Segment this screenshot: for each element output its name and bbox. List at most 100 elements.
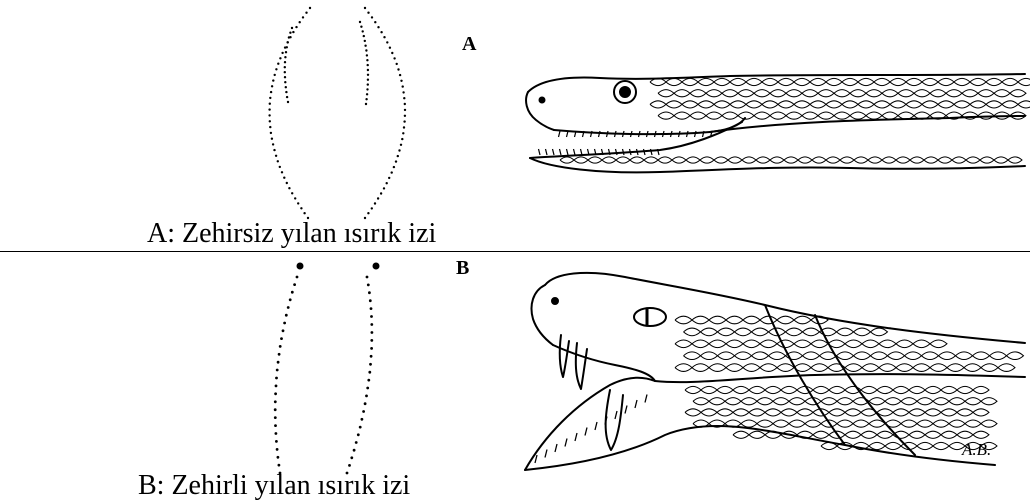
tooth-mark [281,52,283,54]
tooth-mark [402,132,404,134]
tooth-mark [403,126,405,128]
tooth-mark [370,323,373,326]
tooth-mark [295,26,297,28]
tooth-mark [350,456,353,459]
tooth-mark [404,109,406,111]
tooth-mark [386,41,388,43]
tooth-mark [359,426,362,429]
tooth-mark [355,441,358,444]
tooth-mark [296,276,299,279]
tooth-mark [281,171,283,173]
tooth-mark [288,36,290,38]
tooth-mark [268,114,270,116]
tooth-mark [360,26,362,28]
panel-b-caption: B: Zehirli yılan ısırık izi [138,472,410,500]
tooth-mark [362,30,364,32]
tooth-mark [309,7,311,9]
tooth-mark [269,120,271,122]
tooth-mark [363,35,365,37]
tooth-mark [272,79,274,81]
tooth-mark [278,464,281,467]
tooth-mark [400,80,402,82]
tooth-mark [277,456,280,459]
tooth-mark [402,85,404,87]
nonvenomous-bite-pattern [240,0,420,225]
tooth-mark [285,314,288,317]
tooth-mark [277,63,279,65]
tooth-mark [291,27,293,29]
tooth-mark [275,68,277,70]
tooth-mark [364,7,366,9]
tooth-mark [377,197,379,199]
tooth-mark [274,392,277,395]
tooth-mark [374,21,376,23]
right-fang-mark [373,263,380,270]
tooth-mark [280,337,283,340]
tooth-mark [274,400,277,403]
tooth-mark [404,115,406,117]
tooth-mark [294,197,296,199]
tooth-mark [383,187,385,189]
tooth-mark [397,155,399,157]
tooth-mark [362,410,365,413]
tooth-mark [370,315,373,318]
tooth-mark [366,387,369,390]
tooth-mark [369,299,372,302]
tooth-mark [292,31,294,33]
tooth-mark [287,306,290,309]
tooth-mark [383,36,385,38]
tooth-mark [380,31,382,33]
tooth-mark [403,97,405,99]
tooth-mark [367,284,370,287]
tooth-mark [286,96,288,98]
tooth-mark [269,97,271,99]
tooth-mark [357,433,360,436]
tooth-mark [289,298,292,301]
artist-signature: A.B. [962,441,991,458]
tooth-mark [277,160,279,162]
tooth-mark [293,283,296,286]
tooth-mark [273,149,275,151]
tooth-mark [272,143,274,145]
tooth-mark [279,345,282,348]
tooth-mark [297,202,299,204]
tooth-mark [370,307,373,310]
tooth-mark [366,93,368,95]
venomous-snake-head-illustration [515,265,1030,495]
tooth-mark [274,424,277,427]
tooth-mark [402,91,404,93]
tooth-mark [393,166,395,168]
tooth-mark [284,71,286,73]
tooth-mark [275,432,278,435]
tooth-mark [365,395,368,398]
tooth-mark [287,41,289,43]
panel-a-caption: A: Zehirsiz yılan ısırık izi [147,220,436,248]
tooth-mark [284,66,286,68]
tooth-mark [275,377,278,380]
tooth-mark [369,363,372,366]
tooth-mark [268,108,270,110]
tooth-mark [288,187,290,189]
panel-b-letter: B [456,258,469,278]
tooth-mark [291,291,294,294]
tooth-mark [286,182,288,184]
tooth-mark [401,138,403,140]
tooth-mark [302,16,304,18]
tooth-mark [284,56,286,58]
tooth-mark [364,402,367,405]
tooth-mark [393,57,395,59]
tooth-mark [286,46,288,48]
tooth-mark [285,91,287,93]
tooth-mark [276,448,279,451]
tooth-mark [274,416,277,419]
tooth-mark [367,74,369,76]
tooth-mark [366,54,368,56]
tooth-mark [370,355,373,358]
tooth-mark [284,81,286,83]
tooth-mark [366,88,368,90]
tooth-mark [367,64,369,66]
tooth-mark [370,347,373,350]
tooth-mark [395,160,397,162]
tooth-mark [270,91,272,93]
